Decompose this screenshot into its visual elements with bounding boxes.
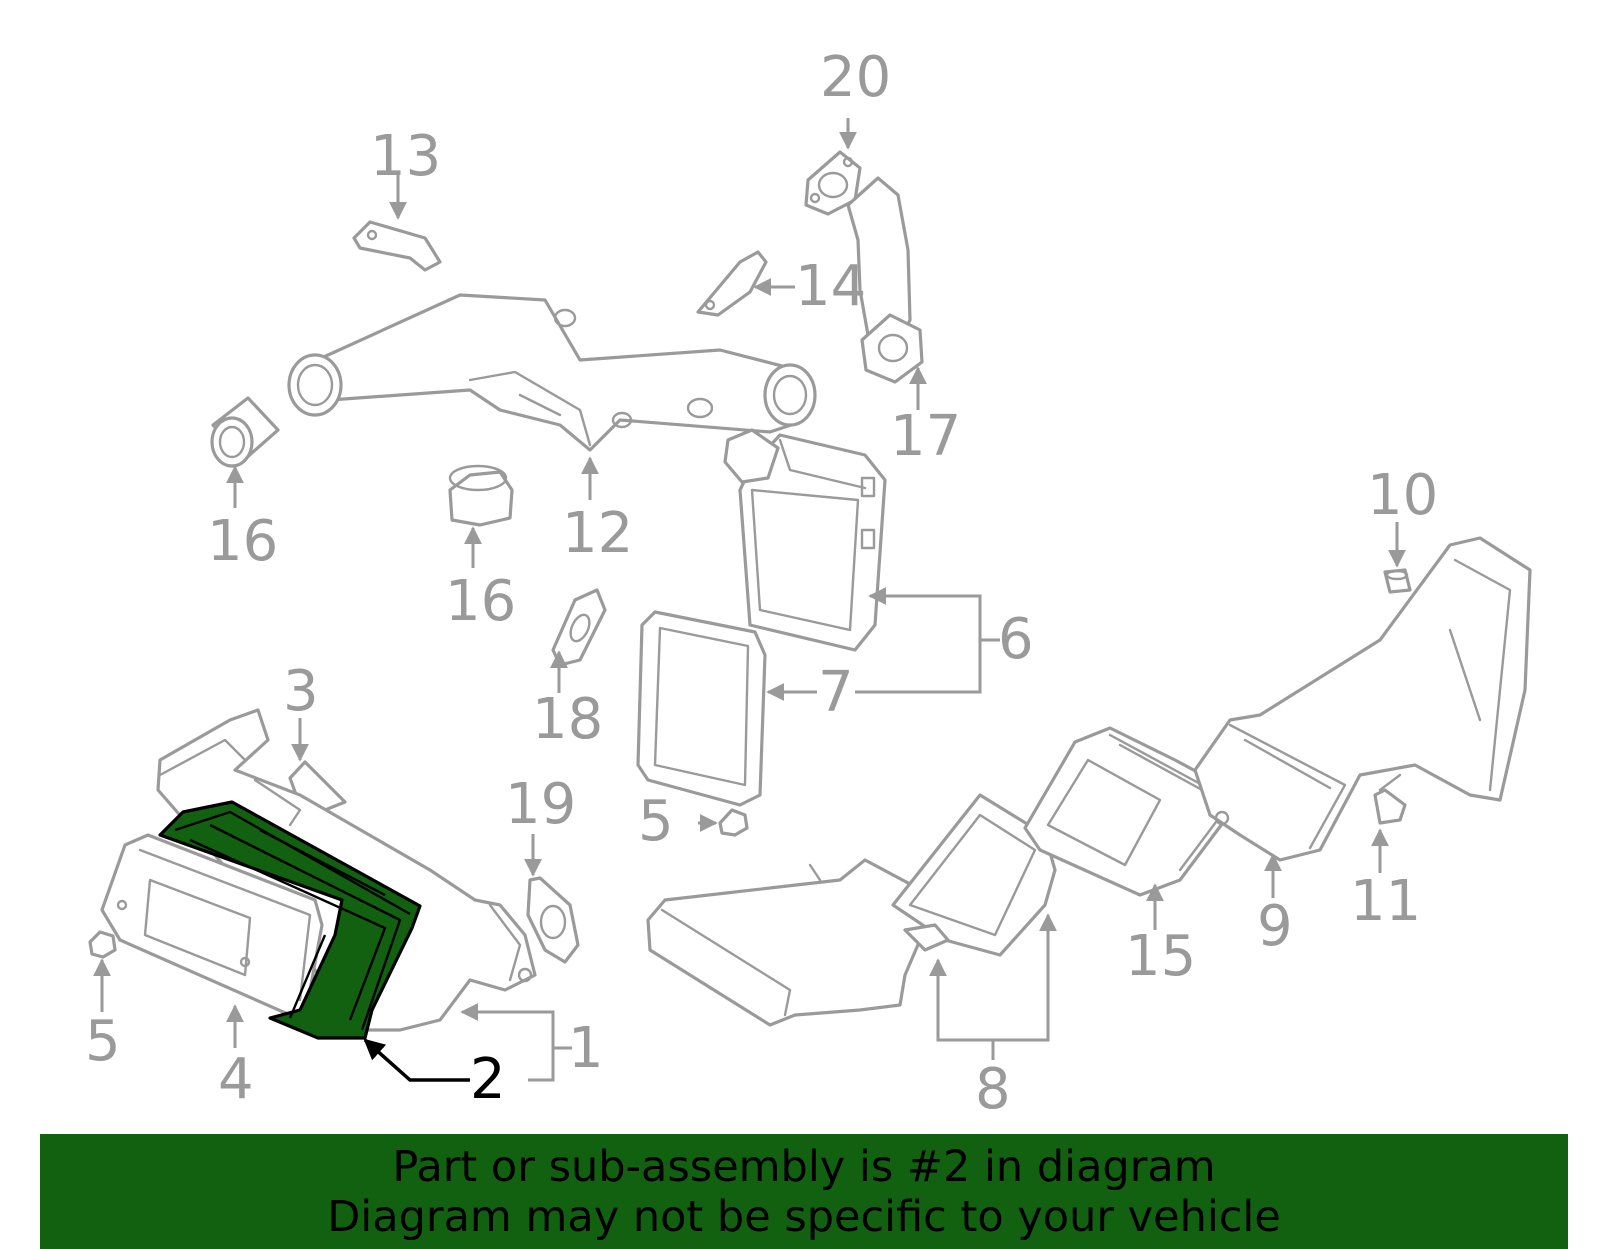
callout-labels: 20 13 14 17 16 12 16 10 6 7 18 3 19 5 5 … xyxy=(85,45,1438,1122)
callout-8: 8 xyxy=(975,1057,1011,1122)
part-18-gasket xyxy=(526,876,580,964)
part-5-clip-upper xyxy=(718,808,749,837)
part-14-bracket xyxy=(352,220,442,272)
callout-15: 14 xyxy=(795,254,866,319)
part-17-pipe xyxy=(846,176,924,384)
part-4-cover xyxy=(100,833,324,1017)
part-10-bracket xyxy=(1373,788,1407,825)
callout-17: 17 xyxy=(890,404,961,469)
banner-line-1: Part or sub-assembly is #2 in diagram xyxy=(392,1142,1216,1192)
part-16-coupler-a xyxy=(210,396,280,468)
callout-18: 19 xyxy=(505,772,576,837)
part-7-seal xyxy=(636,610,767,807)
part-2-filter-highlighted xyxy=(158,800,422,1040)
callout-6: 6 xyxy=(998,607,1034,672)
callout-5b: 5 xyxy=(85,1009,121,1074)
callout-4: 4 xyxy=(218,1047,254,1112)
part-9-intake xyxy=(1193,536,1532,862)
banner-line-2: Diagram may not be specific to your vehi… xyxy=(327,1192,1281,1242)
callout-16b: 16 xyxy=(445,569,516,634)
part-15-bracket xyxy=(696,250,768,317)
callout-16a: 16 xyxy=(207,509,278,574)
callout-9: 9 xyxy=(1257,894,1293,959)
callout-3: 3 xyxy=(283,659,319,724)
part-6-intercooler xyxy=(723,428,887,652)
callout-10: 11 xyxy=(1350,869,1421,934)
callout-14: 13 xyxy=(370,124,441,189)
callout-20: 20 xyxy=(820,45,891,110)
callout-11: 10 xyxy=(1367,463,1438,528)
part-13-duct xyxy=(287,293,817,452)
part-5-clip-lower xyxy=(88,930,117,959)
part-8-resonator xyxy=(646,793,1057,1027)
callout-2-highlighted: 2 xyxy=(470,1047,506,1112)
callout-13: 12 xyxy=(562,501,633,566)
part-16-coupler-b xyxy=(448,464,514,527)
callout-5a: 5 xyxy=(638,789,674,854)
info-banner: Part or sub-assembly is #2 in diagram Di… xyxy=(40,1134,1568,1249)
part-19-gasket xyxy=(551,588,607,667)
leader-lines xyxy=(93,118,1406,1082)
callout-1: 1 xyxy=(568,1016,604,1081)
callout-7: 7 xyxy=(818,660,854,725)
callout-12: 15 xyxy=(1125,924,1196,989)
callout-19: 18 xyxy=(532,687,603,752)
part-11-grommet xyxy=(1383,568,1412,594)
